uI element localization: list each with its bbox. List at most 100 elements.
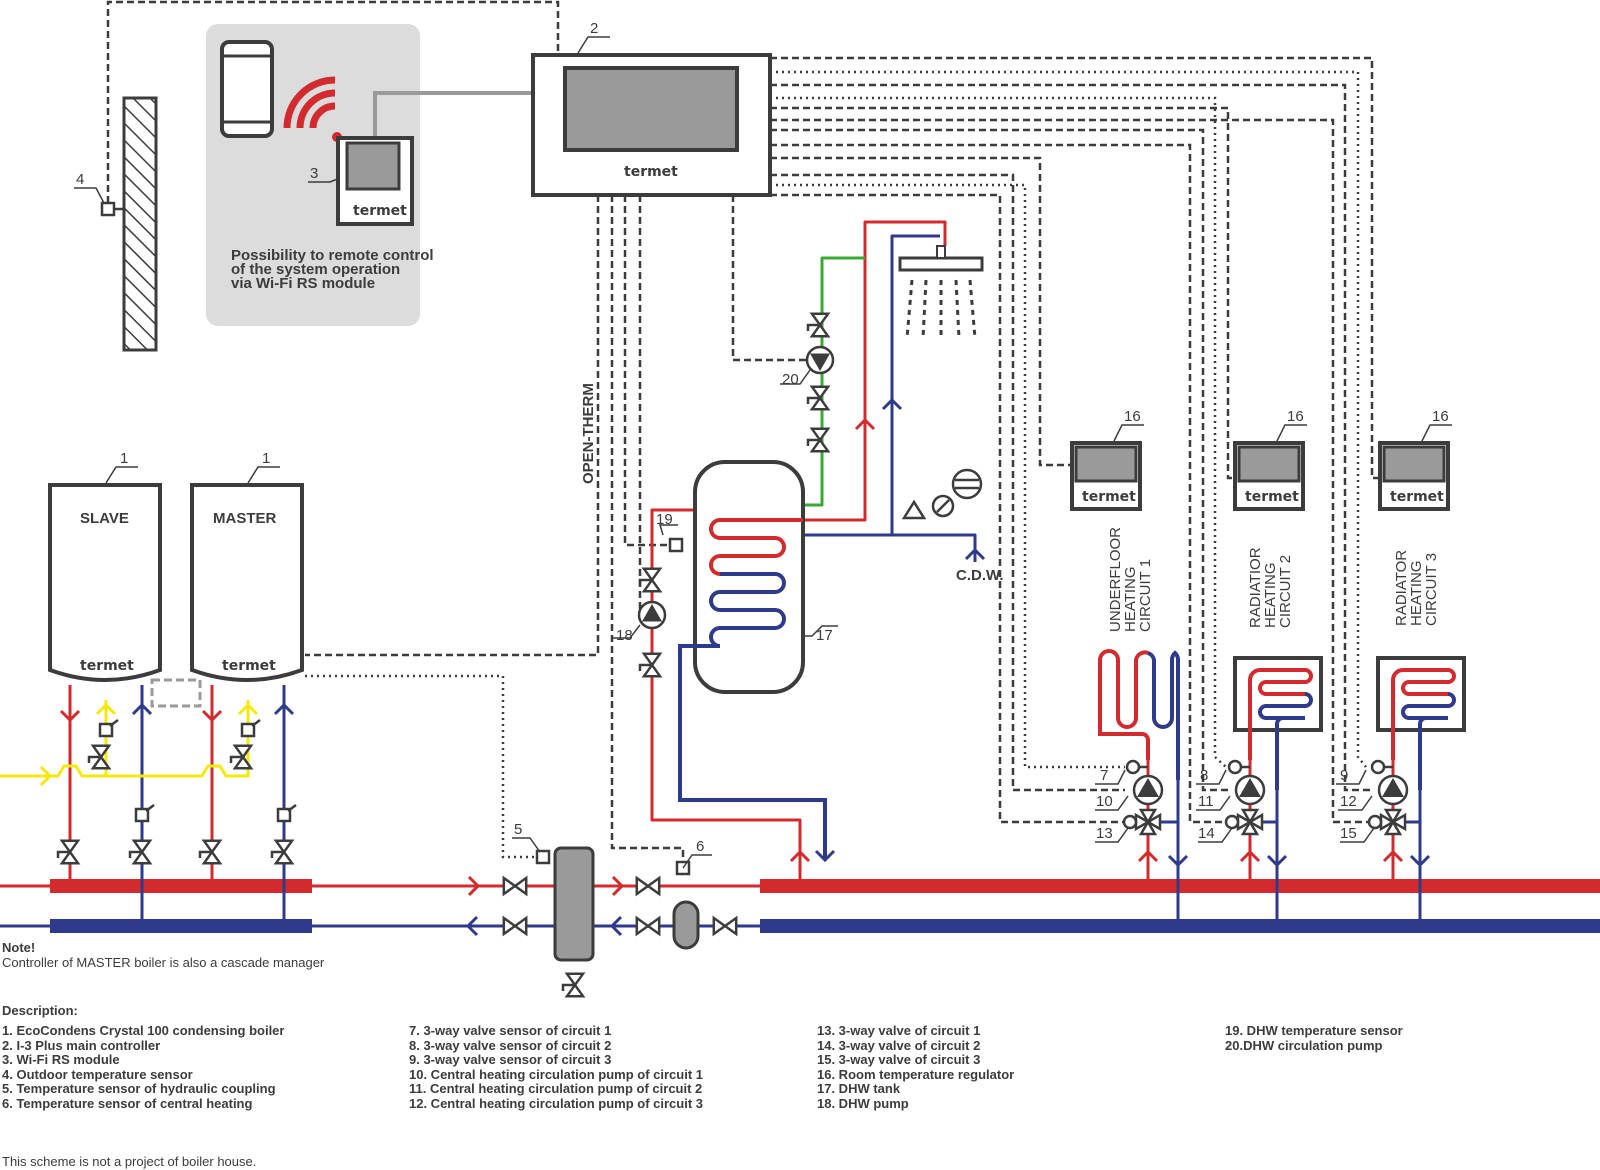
description-item: 11. Central heating circulation pump of … bbox=[409, 1081, 703, 1097]
wifi-icon bbox=[283, 76, 342, 142]
control-wire bbox=[770, 183, 1125, 769]
temperature-sensor-icon bbox=[1125, 759, 1148, 775]
flow-arrow bbox=[1239, 849, 1261, 863]
ball-valve-icon bbox=[806, 312, 831, 338]
callouts bbox=[512, 369, 1375, 869]
description-item: 14. 3-way valve of circuit 2 bbox=[817, 1037, 981, 1053]
callout-1: 1 bbox=[120, 450, 128, 467]
return-header bbox=[50, 919, 312, 933]
flow-arrow bbox=[237, 702, 259, 716]
three-way-valve-icon bbox=[1367, 808, 1407, 836]
ball-valve-icon bbox=[561, 972, 586, 998]
flow-arrow bbox=[814, 849, 836, 863]
control-wire bbox=[770, 118, 1375, 824]
smartphone-icon bbox=[220, 40, 274, 138]
flow-arrow bbox=[1266, 854, 1288, 868]
callout-6: 6 bbox=[696, 838, 704, 855]
gas-tap-icon bbox=[240, 719, 261, 738]
temperature-sensor-icon bbox=[1227, 759, 1250, 775]
svg-text:HEATING: HEATING bbox=[1262, 562, 1279, 628]
control-wire bbox=[770, 143, 1232, 824]
ball-valve-icon bbox=[502, 915, 528, 937]
note: Note! Controller of MASTER boiler is als… bbox=[2, 940, 324, 970]
description-item: 6. Temperature sensor of central heating bbox=[2, 1095, 253, 1111]
flow-arrow bbox=[201, 709, 223, 723]
description-col-3: 13. 3-way valve of circuit 1 14. 3-way v… bbox=[817, 1023, 1014, 1112]
control-wire bbox=[106, 0, 560, 203]
callout-16: 16 bbox=[1124, 408, 1141, 425]
description-item: 13. 3-way valve of circuit 1 bbox=[817, 1023, 981, 1038]
brand-logo: termet bbox=[1390, 489, 1444, 505]
control-wire bbox=[305, 674, 540, 859]
temperature-sensor-icon bbox=[535, 849, 551, 865]
pipe bbox=[890, 234, 940, 535]
three-way-valve-icon bbox=[1224, 808, 1264, 836]
flow-arrow bbox=[854, 417, 876, 431]
note-title: Note! bbox=[2, 940, 36, 955]
flow-arrow bbox=[789, 849, 811, 863]
boiler-label: SLAVE bbox=[80, 510, 129, 527]
ball-valve-icon bbox=[806, 427, 831, 453]
supply-main bbox=[760, 879, 1600, 893]
flow-arrow bbox=[1137, 849, 1159, 863]
wifi-panel-text-1: Possibility to remote control bbox=[231, 247, 434, 264]
main-controller: termet 2 bbox=[531, 20, 772, 197]
callout-12: 12 bbox=[1340, 793, 1357, 810]
flow-arrow bbox=[39, 765, 53, 787]
flow-arrow bbox=[1409, 854, 1431, 868]
brand-logo: termet bbox=[1245, 489, 1299, 505]
description-item: 8. 3-way valve sensor of circuit 2 bbox=[409, 1037, 612, 1053]
expansion-vessel bbox=[672, 900, 700, 950]
radiator-circuit-2 bbox=[1233, 656, 1323, 790]
valve-actuator bbox=[1122, 814, 1138, 830]
circuit-label-3: RADIATOR HEATING CIRCUIT 3 bbox=[1393, 550, 1440, 626]
callout-16: 16 bbox=[1287, 408, 1304, 425]
flow-arrow bbox=[467, 875, 481, 897]
wifi-rs-module: termet 3 bbox=[308, 136, 414, 226]
control-wire bbox=[770, 156, 1072, 467]
brand-logo: termet bbox=[80, 658, 134, 674]
callout-5: 5 bbox=[514, 821, 522, 838]
pipe bbox=[803, 533, 977, 562]
callout-20: 20 bbox=[782, 371, 799, 388]
flow-arrow bbox=[95, 702, 117, 716]
description-col-1: 1. EcoCondens Crystal 100 condensing boi… bbox=[2, 1023, 284, 1112]
dhw-tank: 17 bbox=[678, 460, 838, 860]
temperature-sensor-icon bbox=[668, 537, 684, 553]
description-item: 18. DHW pump bbox=[817, 1095, 909, 1111]
wifi-panel-text-2: of the system operation bbox=[231, 261, 400, 278]
control-wire bbox=[731, 195, 812, 362]
wall bbox=[122, 96, 158, 352]
circulation-pump-icon bbox=[1234, 774, 1266, 806]
control-wire bbox=[770, 193, 1128, 824]
valve-actuator bbox=[1224, 814, 1240, 830]
description-col-2: 7. 3-way valve sensor of circuit 1 8. 3-… bbox=[409, 1023, 703, 1112]
brand-logo: termet bbox=[624, 164, 678, 180]
cascade-link bbox=[150, 678, 202, 708]
description-item: 2. I-3 Plus main controller bbox=[2, 1037, 161, 1053]
underfloor-heating-loop bbox=[1098, 649, 1180, 780]
callout-16: 16 bbox=[1432, 408, 1449, 425]
circuit-label-1: UNDERFLOOR HEATING CIRCUIT 1 bbox=[1107, 527, 1154, 632]
room-thermostat: termet 16 bbox=[1070, 408, 1144, 511]
callout-17: 17 bbox=[816, 627, 833, 644]
callout-4: 4 bbox=[76, 171, 84, 188]
shower-head-icon bbox=[898, 245, 984, 339]
brand-logo: termet bbox=[1082, 489, 1136, 505]
control-wire bbox=[610, 195, 685, 860]
control-wire bbox=[770, 173, 1125, 792]
wifi-panel-text-3: via Wi-Fi RS module bbox=[231, 275, 375, 292]
callout-1: 1 bbox=[262, 450, 270, 467]
description-item: 5. Temperature sensor of hydraulic coupl… bbox=[2, 1081, 276, 1097]
ball-valve-icon bbox=[635, 875, 661, 897]
callout-19: 19 bbox=[656, 511, 673, 528]
svg-text:RADIATIOR: RADIATIOR bbox=[1247, 547, 1264, 628]
brand-logo: termet bbox=[222, 658, 276, 674]
flow-arrow bbox=[611, 875, 625, 897]
brand-logo: termet bbox=[353, 203, 407, 219]
svg-text:CIRCUIT 1: CIRCUIT 1 bbox=[1137, 559, 1154, 632]
ball-valve-icon bbox=[638, 652, 663, 678]
description-item: 7. 3-way valve sensor of circuit 1 bbox=[409, 1023, 612, 1038]
ball-valve-icon bbox=[502, 875, 528, 897]
flow-arrow bbox=[609, 915, 623, 937]
